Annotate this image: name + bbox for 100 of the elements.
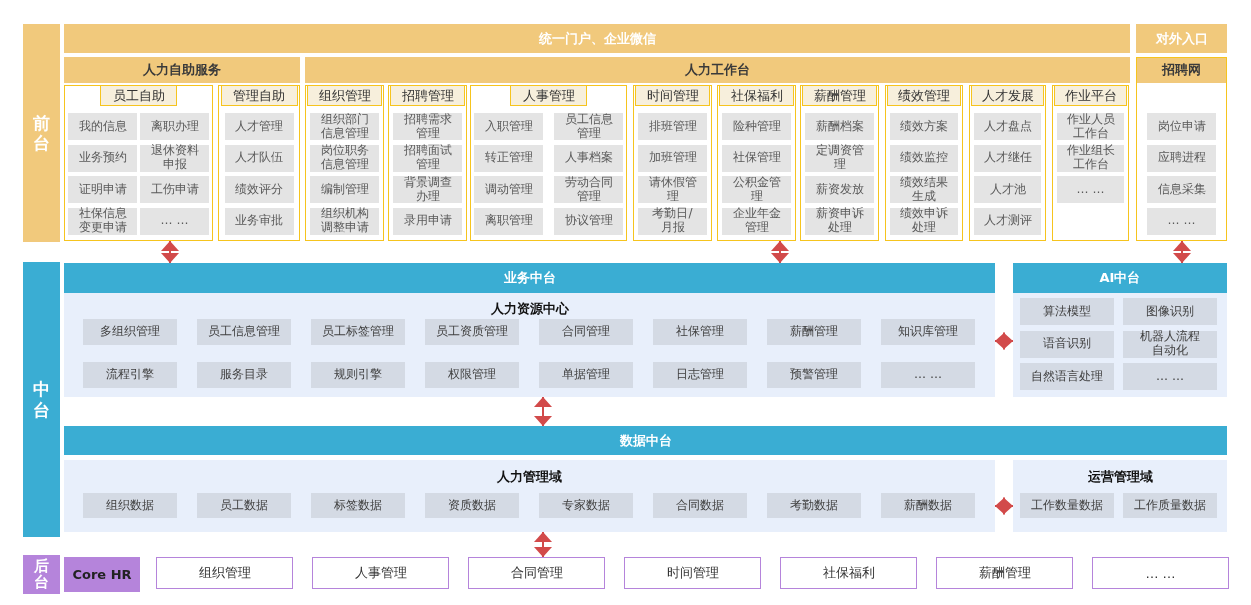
- section-label: 前台: [23, 24, 60, 242]
- item-box: 排班管理: [638, 113, 707, 140]
- item-box: 我的信息: [68, 113, 137, 140]
- item-box: 合同管理: [539, 319, 633, 345]
- section-label: 后台: [23, 555, 60, 594]
- item-box: … …: [1123, 363, 1217, 390]
- item-box: 图像识别: [1123, 298, 1217, 325]
- item-box: 退休资料申报: [140, 144, 209, 172]
- double-arrow: [994, 497, 1014, 515]
- tab-label: 组织管理: [307, 85, 382, 106]
- item-box: 知识库管理: [881, 319, 975, 345]
- item-box: 人才队伍: [224, 144, 294, 172]
- item-box: 调动管理: [474, 176, 543, 203]
- item-box: 员工信息管理: [554, 113, 623, 140]
- header-band: 人力自助服务: [64, 57, 300, 83]
- double-arrow: [1173, 240, 1191, 264]
- double-arrow: [161, 240, 179, 264]
- tab-label: 社保福利: [719, 85, 794, 106]
- panel: [64, 426, 1227, 532]
- group-box: [885, 85, 963, 241]
- item-box: 规则引擎: [311, 362, 405, 388]
- tab-label: 绩效管理: [887, 85, 961, 106]
- item-box: 录用申请: [393, 207, 462, 235]
- group-box: [633, 85, 712, 241]
- group-box: [470, 85, 627, 241]
- item-box: 入职管理: [474, 113, 543, 140]
- item-box: 请休假管理: [638, 176, 707, 203]
- item-box: 薪资申诉处理: [805, 207, 874, 235]
- panel-heading: 运营管理域: [1087, 469, 1153, 484]
- item-box: 多组织管理: [83, 319, 177, 345]
- panel: [64, 263, 995, 397]
- panel: [1136, 57, 1227, 241]
- header-band: 统一门户、企业微信: [64, 24, 1130, 53]
- item-box: 考勤数据: [767, 493, 861, 518]
- panel-title: 数据中台: [619, 431, 672, 450]
- item-box: 劳动合同管理: [554, 176, 623, 203]
- group-box: [969, 85, 1046, 241]
- group-box: [800, 85, 879, 241]
- panel-heading: 人力管理域: [497, 469, 562, 484]
- item-box: 预警管理: [767, 362, 861, 388]
- tab-label: 时间管理: [635, 85, 710, 106]
- module-box: 薪酬管理: [936, 557, 1073, 589]
- item-box: 招聘需求管理: [393, 113, 462, 140]
- item-box: 绩效申诉处理: [890, 207, 958, 235]
- module-box: 合同管理: [468, 557, 605, 589]
- item-box: 作业人员工作台: [1057, 113, 1124, 140]
- item-box: 服务目录: [197, 362, 291, 388]
- item-box: 薪酬数据: [881, 493, 975, 518]
- item-box: 算法模型: [1020, 298, 1114, 325]
- module-box: 时间管理: [624, 557, 761, 589]
- group-box: [1052, 85, 1129, 241]
- group-box: [218, 85, 300, 241]
- module-box: 社保福利: [780, 557, 917, 589]
- item-box: 工作数量数据: [1020, 493, 1114, 518]
- item-box: 薪酬档案: [805, 113, 874, 140]
- item-box: 工伤申请: [140, 176, 209, 203]
- double-arrow: [534, 396, 552, 427]
- item-box: 绩效方案: [890, 113, 958, 140]
- item-box: 薪资发放: [805, 176, 874, 203]
- section-label: 中台: [23, 262, 60, 537]
- item-box: 证明申请: [68, 176, 137, 203]
- module-box: … …: [1092, 557, 1229, 589]
- item-box: 协议管理: [554, 207, 623, 235]
- item-box: 绩效评分: [224, 176, 294, 203]
- item-box: 绩效结果生成: [890, 176, 958, 203]
- item-box: 流程引擎: [83, 362, 177, 388]
- item-box: 人才管理: [224, 113, 294, 140]
- item-box: 编制管理: [310, 176, 379, 203]
- item-box: 组织数据: [83, 493, 177, 518]
- item-box: … …: [881, 362, 975, 388]
- item-box: 应聘进程: [1147, 144, 1216, 172]
- item-box: … …: [140, 207, 209, 235]
- item-box: 险种管理: [722, 113, 791, 140]
- item-box: 社保信息变更申请: [68, 207, 137, 235]
- item-box: 机器人流程自动化: [1123, 330, 1217, 358]
- item-box: 员工信息管理: [197, 319, 291, 345]
- item-box: 绩效监控: [890, 144, 958, 172]
- panel-title: AI中台: [1099, 269, 1141, 287]
- item-box: 社保管理: [722, 144, 791, 172]
- item-box: 薪酬管理: [767, 319, 861, 345]
- item-box: 人才继任: [974, 144, 1041, 172]
- panel-title: 业务中台: [503, 269, 556, 287]
- item-box: 背景调查办理: [393, 176, 462, 203]
- item-box: … …: [1057, 176, 1124, 203]
- double-arrow: [771, 240, 789, 264]
- tab-label: 员工自助: [100, 85, 177, 106]
- panel-heading: 人力资源中心: [490, 301, 569, 316]
- module-box: 组织管理: [156, 557, 293, 589]
- item-box: 语音识别: [1020, 330, 1114, 358]
- tab-label: 人才发展: [971, 85, 1044, 106]
- item-box: … …: [1147, 207, 1216, 235]
- header-band: 对外入口: [1136, 24, 1227, 53]
- panel: [64, 460, 995, 532]
- item-box: 人才测评: [974, 207, 1041, 235]
- item-box: 人才盘点: [974, 113, 1041, 140]
- panel-title: 招聘网: [1162, 61, 1201, 79]
- module-box: 人事管理: [312, 557, 449, 589]
- panel: [1013, 460, 1227, 532]
- item-box: 自然语言处理: [1020, 363, 1114, 390]
- item-box: 人事档案: [554, 144, 623, 172]
